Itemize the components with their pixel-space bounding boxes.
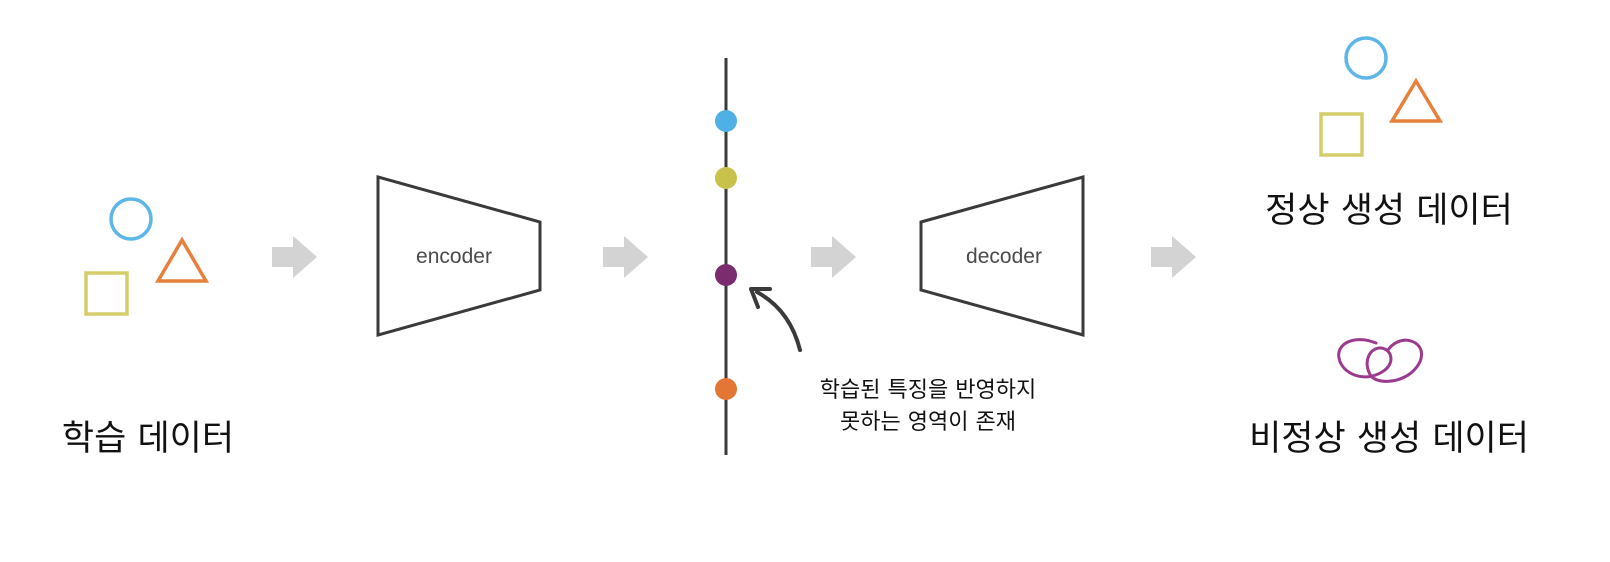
- latent-annotation-arrow-icon: [749, 287, 802, 352]
- flow-arrow-4-icon: [1151, 236, 1196, 278]
- encoder-trapezoid-shape: [376, 175, 542, 337]
- normal-output-shapes: [1319, 36, 1444, 157]
- encoder-block: encoder: [376, 175, 542, 337]
- latent-point-yellow: [715, 167, 737, 189]
- latent-space: [715, 58, 737, 455]
- input-data-label: 학습 데이터: [62, 419, 234, 459]
- latent-point-orange: [715, 378, 737, 400]
- input-shapes: [84, 197, 210, 316]
- input-circle-shape: [109, 197, 153, 241]
- latent-point-purple: [715, 264, 737, 286]
- flow-arrows: [272, 236, 1196, 278]
- latent-point-blue: [715, 110, 737, 132]
- output-triangle-shape: [1388, 77, 1444, 123]
- normal-output-label: 정상 생성 데이터: [1265, 191, 1513, 231]
- input-square-shape: [84, 271, 129, 316]
- output-square-shape: [1319, 112, 1364, 157]
- output-circle-shape: [1344, 36, 1388, 80]
- abnormal-output-shape: [1337, 338, 1423, 383]
- latent-note-line-2: 못하는 영역이 존재: [840, 410, 1016, 435]
- encoder-label: encoder: [416, 245, 492, 268]
- flow-arrow-1-icon: [272, 236, 317, 278]
- decoder-block: decoder: [919, 175, 1085, 337]
- flow-arrow-2-icon: [603, 236, 648, 278]
- decoder-trapezoid-shape: [919, 175, 1085, 337]
- abnormal-output-label: 비정상 생성 데이터: [1249, 419, 1529, 459]
- input-triangle-shape: [154, 236, 210, 283]
- decoder-label: decoder: [966, 245, 1042, 268]
- flow-arrow-3-icon: [811, 236, 856, 278]
- latent-note-line-1: 학습된 특징을 반영하지: [820, 378, 1036, 403]
